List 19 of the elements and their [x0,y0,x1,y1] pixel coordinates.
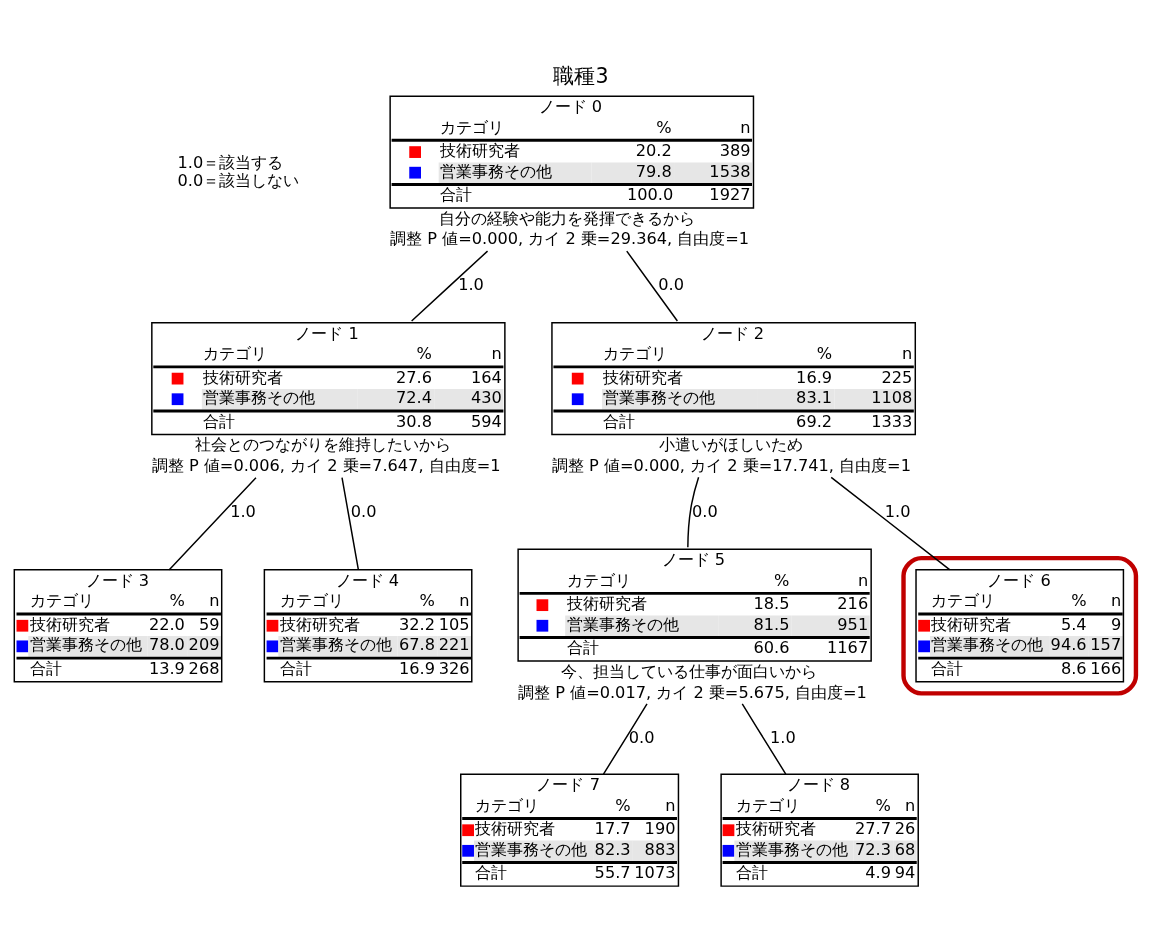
node-label: 小遣いがほしいため [658,435,803,455]
label: 1.0＝該当する [177,152,284,172]
edge-label: 1.0 [458,275,484,295]
edge-label: 1.0 [770,728,796,748]
edge-label: 0.0 [658,275,684,295]
edge-label: 1.0 [884,501,911,521]
node-label: 調整 P 値=0.006, カイ 2 乗=7.647, 自由度=1 [151,456,501,475]
node-label: 調整 P 値=0.000, カイ 2 乗=17.741, 自由度=1 [551,456,911,475]
edge-label: 0.0 [628,728,655,748]
node-label: 今、担当している仕事が面白いから [561,661,818,681]
node-label: 社会とのつながりを維持したいから [195,435,452,455]
node-label: 自分の経験や能力を発揮できるから [438,208,695,228]
edge-label: 0.0 [350,501,377,521]
label: 0.0＝該当しない [177,170,300,190]
edge-label: 1.0 [230,501,256,521]
node-label: 調整 P 値=0.000, カイ 2 乗=29.364, 自由度=1 [390,229,750,249]
edge-label: 0.0 [692,501,718,521]
diagram-title: 職種3 [553,64,609,89]
node-label: 調整 P 値=0.017, カイ 2 乗=5.675, 自由度=1 [518,682,867,702]
